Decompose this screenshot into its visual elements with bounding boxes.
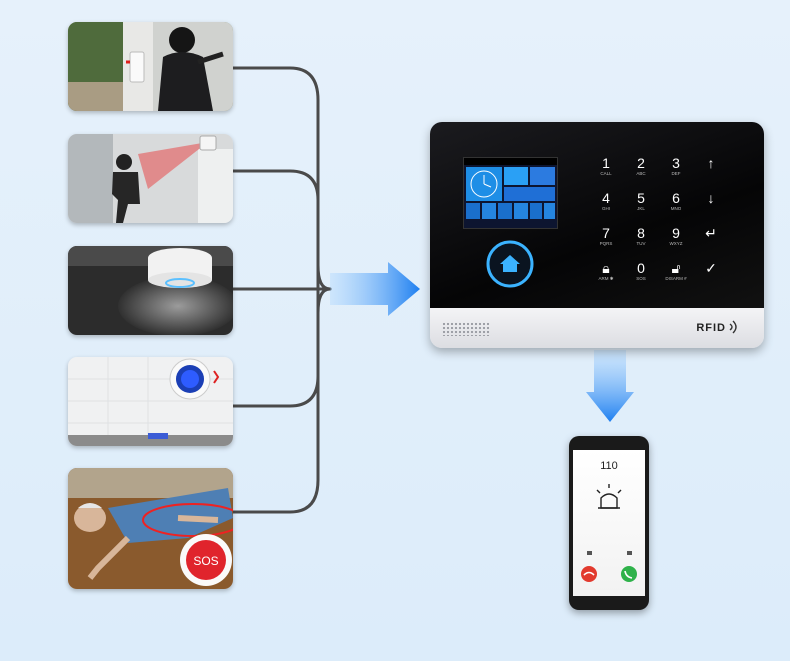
lcd-screen	[463, 157, 558, 229]
phone-screen: 110	[573, 450, 645, 596]
accept-call-button	[621, 566, 637, 582]
key-sublabel: JKL	[637, 206, 645, 211]
key-digit: ↵	[705, 225, 717, 241]
key-digit: 4	[602, 190, 610, 206]
caller-number: 110	[600, 460, 618, 472]
speaker-grille	[442, 322, 490, 336]
motion-sensor-photo	[68, 134, 233, 223]
key-digit: 5	[637, 190, 645, 206]
key-digit: ↑	[707, 155, 715, 171]
key-sublabel: GHI	[601, 206, 610, 211]
rfid-label: RFID	[696, 322, 726, 334]
gas-detector-photo	[68, 357, 233, 446]
key-sublabel: WXYZ	[669, 241, 683, 246]
key-digit: 🔒︎	[602, 260, 610, 276]
panel-base: RFID	[430, 308, 764, 348]
key-sublabel: MNO	[670, 206, 682, 211]
home-button[interactable]	[485, 239, 535, 289]
keypad-key-15[interactable]: ✓	[691, 261, 731, 276]
key-sublabel: SOS	[636, 276, 646, 281]
keypad-key-12[interactable]: 🔒︎ARM ✱	[586, 261, 626, 282]
sos-button: SOS	[193, 554, 218, 568]
arrow-right-icon	[330, 262, 420, 316]
key-digit: 7	[602, 225, 610, 241]
key-digit: 1	[602, 155, 610, 171]
key-digit: 3	[672, 155, 680, 171]
key-digit: 0	[637, 260, 645, 276]
key-digit: 6	[672, 190, 680, 206]
key-sublabel: ARM ✱	[598, 276, 614, 281]
siren-icon	[596, 484, 622, 509]
key-digit: 9	[672, 225, 680, 241]
key-sublabel: DEF	[671, 171, 681, 176]
smoke-detector-photo	[68, 246, 233, 335]
decline-call-button	[581, 566, 597, 582]
key-sublabel: DISARM #	[665, 276, 687, 281]
sos-emergency-photo: SOS	[68, 468, 233, 589]
keypad-key-14[interactable]: 🔓︎DISARM #	[656, 261, 696, 282]
key-sublabel: ABC	[636, 171, 646, 176]
key-digit: 🔓︎	[671, 260, 681, 276]
key-digit: ✓	[705, 260, 717, 276]
key-digit: 2	[637, 155, 645, 171]
arrow-down-icon	[586, 350, 634, 422]
keypad-key-3[interactable]: ↑	[691, 156, 731, 171]
keypad-key-7[interactable]: ↓	[691, 191, 731, 206]
key-sublabel: PQRS	[599, 241, 613, 246]
key-sublabel: TUV	[636, 241, 646, 246]
key-digit: ↓	[707, 190, 715, 206]
rfid-wave-icon	[729, 320, 737, 334]
key-digit: 8	[637, 225, 645, 241]
smartphone: 110	[569, 436, 649, 610]
home-icon	[500, 255, 520, 272]
door-sensor-photo	[68, 22, 233, 111]
keypad-key-11[interactable]: ↵	[691, 226, 731, 241]
key-sublabel: CALL	[600, 171, 612, 176]
